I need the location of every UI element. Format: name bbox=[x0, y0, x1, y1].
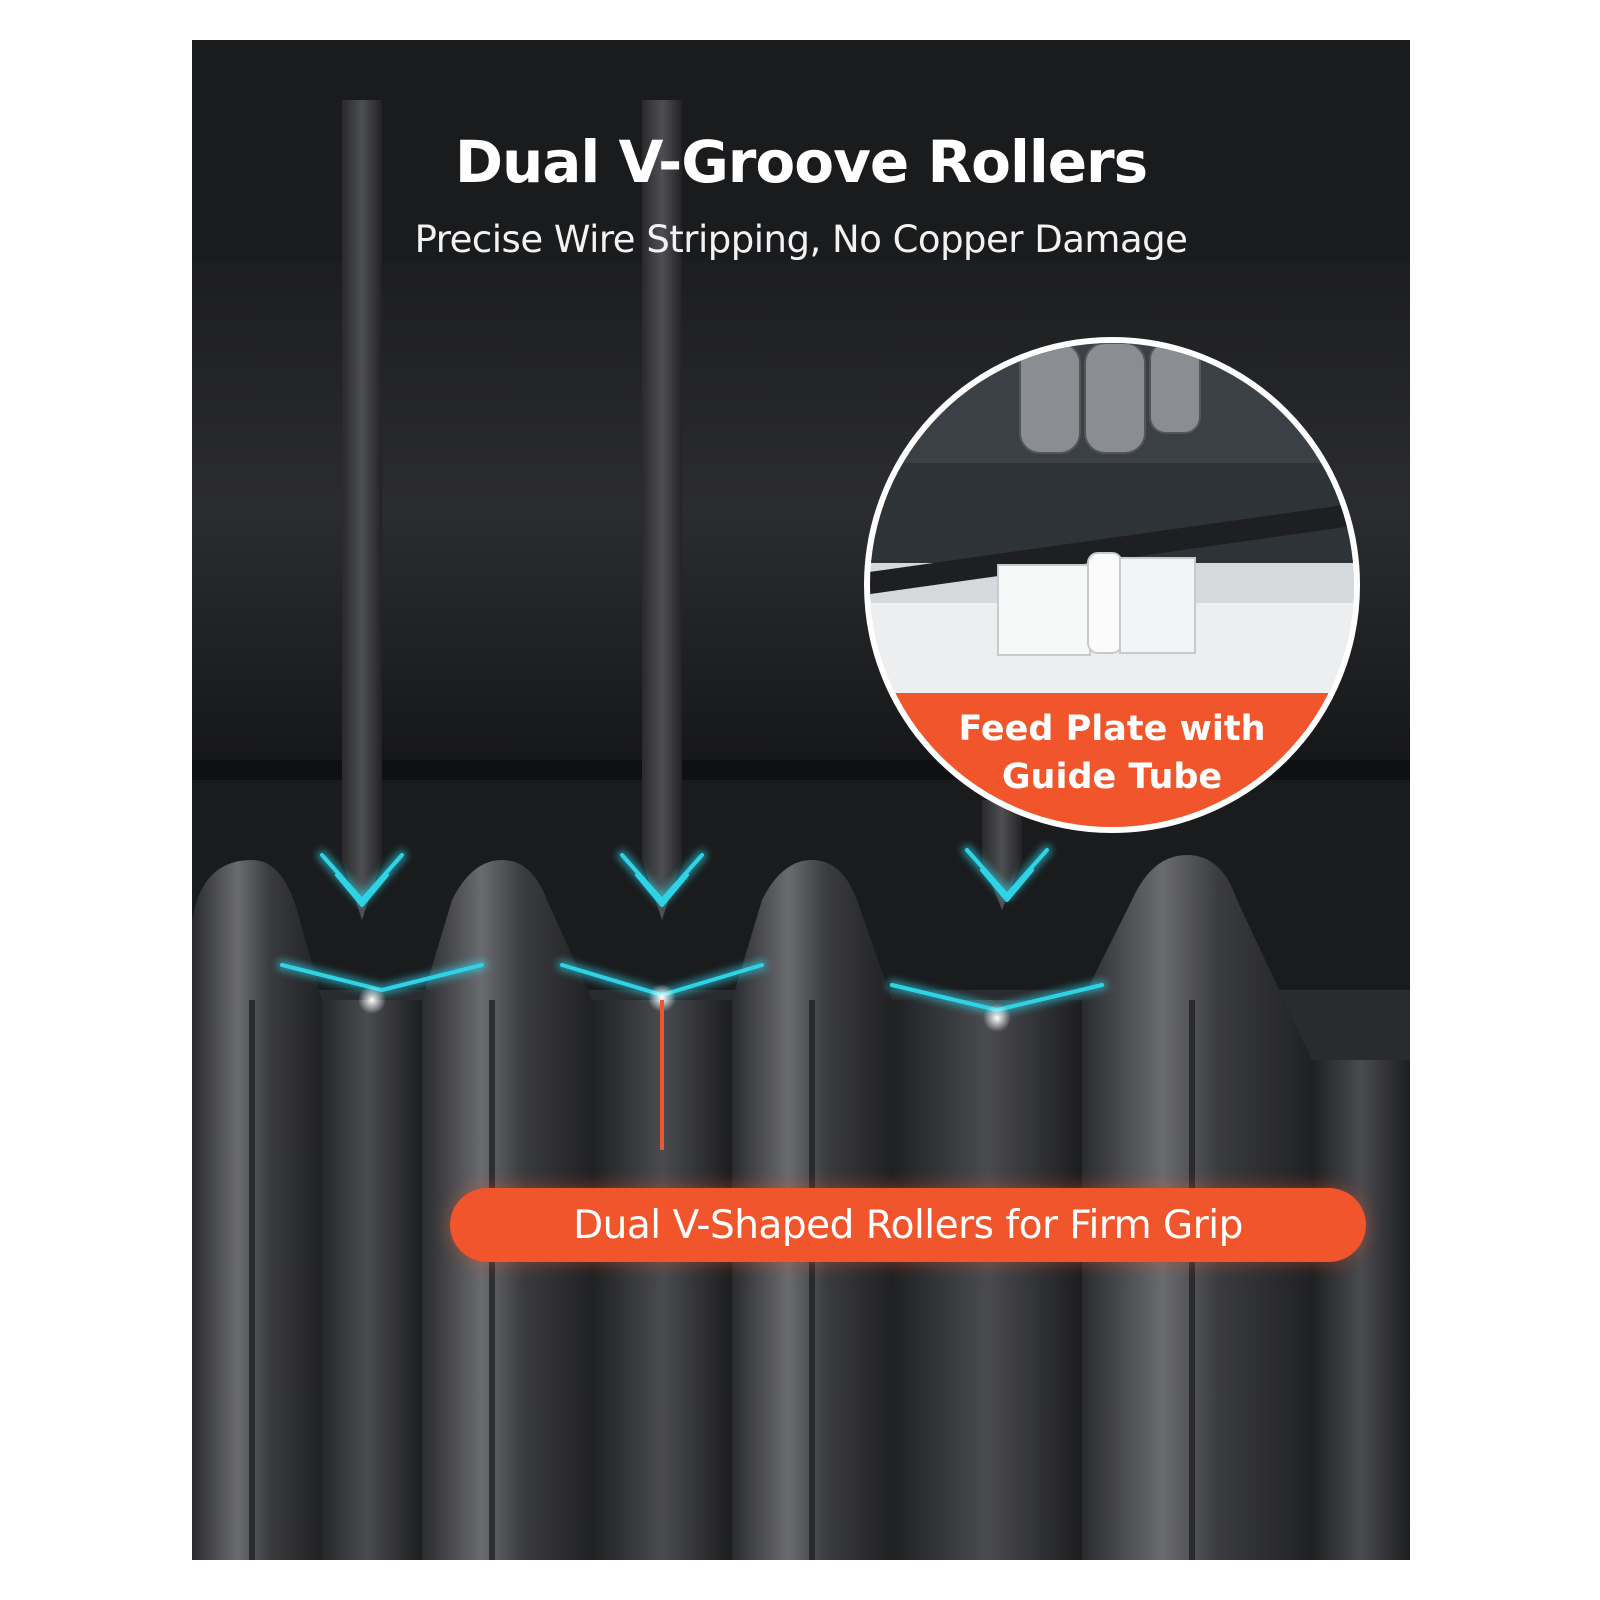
roller-callout-pill: Dual V-Shaped Rollers for Firm Grip bbox=[450, 1188, 1366, 1262]
groove-glow-markers bbox=[277, 845, 1107, 1015]
headline: Dual V-Groove Rollers bbox=[454, 128, 1148, 196]
feed-plate-inset: Feed Plate with Guide Tube bbox=[864, 337, 1360, 833]
inset-callout-banner: Feed Plate with Guide Tube bbox=[870, 693, 1354, 827]
subheadline: Precise Wire Stripping, No Copper Damage bbox=[414, 218, 1188, 261]
roller-scene-illustration bbox=[192, 100, 1410, 1560]
product-photo-panel: Dual V-Groove Rollers Precise Wire Strip… bbox=[192, 40, 1410, 1560]
cutting-blades bbox=[342, 100, 1022, 920]
roller-callout-label: Dual V-Shaped Rollers for Firm Grip bbox=[573, 1202, 1243, 1248]
inset-callout-label: Feed Plate with Guide Tube bbox=[958, 709, 1266, 797]
